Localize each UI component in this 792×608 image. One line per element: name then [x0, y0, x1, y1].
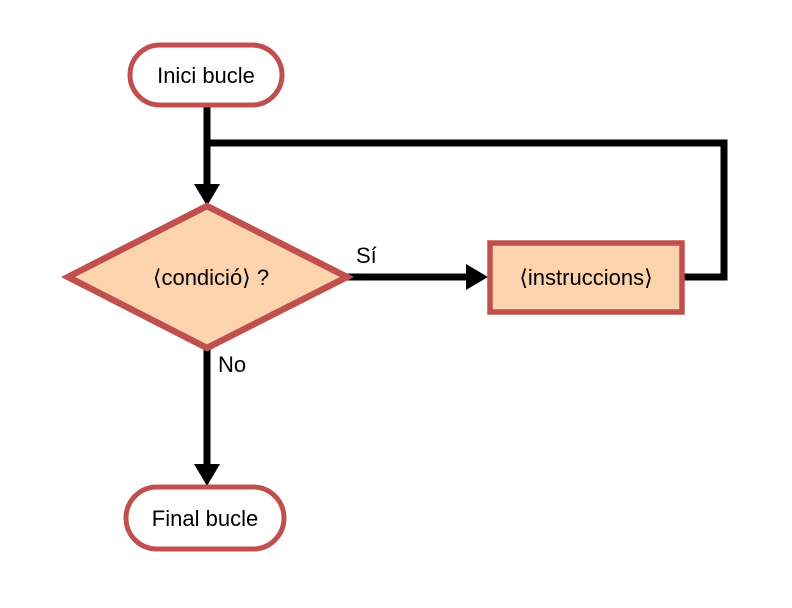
start-terminator-shape — [127, 42, 285, 108]
connector-start-to-condition — [194, 103, 220, 206]
start-label: Inici bucle — [157, 63, 255, 88]
node-start: Inici bucle — [127, 42, 285, 108]
condition-label: ⟨condició⟩ ? — [153, 265, 269, 290]
instructions-rect-shape — [487, 240, 685, 315]
connector-condition-to-end: No — [194, 348, 246, 486]
instructions-label: ⟨instruccions⟩ — [519, 265, 652, 290]
end-label: Final bucle — [152, 506, 258, 531]
arrowhead-down-icon — [194, 464, 220, 486]
edge-label-no: No — [218, 352, 246, 377]
edge-label-yes: Sí — [356, 243, 377, 268]
loop-back-connector — [207, 139, 728, 281]
arrowhead-right-icon — [466, 264, 488, 290]
condition-diamond-shape — [60, 202, 355, 352]
connector-condition-to-instructions: Sí — [347, 243, 488, 290]
node-end: Final bucle — [123, 484, 287, 552]
node-condition: ⟨condició⟩ ? — [60, 202, 355, 352]
end-terminator-shape — [123, 484, 287, 552]
arrowhead-down-icon — [194, 184, 220, 206]
node-instructions: ⟨instruccions⟩ — [487, 240, 685, 315]
